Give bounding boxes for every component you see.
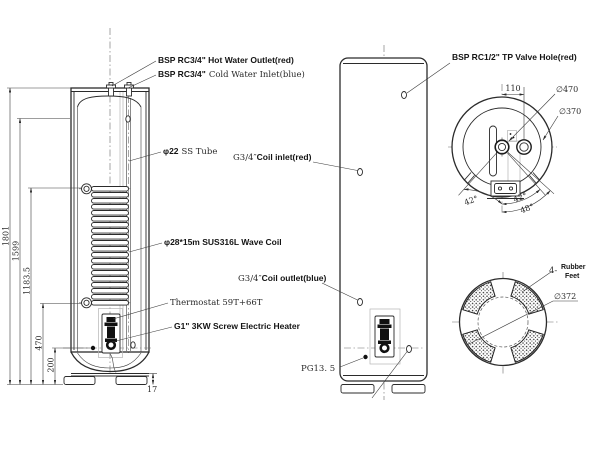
side-drain-oval <box>406 345 412 353</box>
dim-foot-height: 17 <box>147 385 157 394</box>
label-coil-outlet: G3/4″Coil outlet(blue) <box>238 273 327 284</box>
top-ring-ticks <box>463 172 541 184</box>
dim-port-offset: 110 <box>505 84 520 93</box>
bottom-labels: 4- Rubber Feet ∅372 <box>466 264 586 346</box>
dim-angle-span: 48° <box>519 202 535 215</box>
top-anode-block <box>507 130 517 142</box>
dim-overall-height: 1801 <box>2 226 11 246</box>
side-labels: BSP RC1/2" TP Valve Hole(red) G3/4″Coil … <box>233 52 577 374</box>
coil-inlet-port <box>357 168 363 176</box>
label-feet-word2: Feet <box>565 273 580 280</box>
side-feet <box>340 384 426 394</box>
top-tube-slot <box>489 125 497 177</box>
top-center-port <box>494 137 510 157</box>
heater-element <box>104 317 118 351</box>
side-heater-element <box>377 319 392 354</box>
side-heater-recess <box>344 308 424 365</box>
heater-recess <box>63 308 152 373</box>
top-diameter-labels: ∅470 ∅370 <box>508 85 581 142</box>
coil-top-fitting <box>81 183 92 195</box>
front-view <box>63 28 152 385</box>
dim-base-dia: ∅372 <box>554 292 576 301</box>
cold-water-fitting <box>124 82 134 97</box>
drain-pointer-line <box>371 350 408 399</box>
dim-inner-dia: ∅370 <box>559 107 581 116</box>
wave-coil <box>79 183 133 309</box>
label-feet-word1: Rubber <box>561 264 586 271</box>
label-thermostat: Thermostat 59T+66T <box>170 298 263 308</box>
hot-water-fitting <box>106 82 116 97</box>
front-gland-dot <box>90 345 96 351</box>
front-labels: BSP RC3/4" Hot Water Outlet(red) BSP RC3… <box>111 55 305 343</box>
bottom-view: 4- Rubber Feet ∅372 <box>452 264 586 375</box>
top-side-port <box>516 139 532 155</box>
drain-squiggle <box>109 353 117 373</box>
base-outer-circle <box>458 277 548 367</box>
dim-valve-height: 1599 <box>12 241 21 261</box>
base-inner-dashed-circle <box>477 296 529 348</box>
coil-bottom-fitting <box>81 297 92 309</box>
tp-valve-hole <box>401 91 407 99</box>
label-wave-coil: φ28*15m SUS316L Wave Coil <box>164 237 282 247</box>
coil-outlet-port <box>357 298 363 306</box>
dim-angle-left: 42° <box>463 194 479 207</box>
side-gland-dot <box>363 354 368 360</box>
label-cable-gland: PG13. 5 <box>301 364 335 374</box>
dim-coil-bottom-height: 470 <box>35 335 44 350</box>
dim-gland-height: 200 <box>47 357 56 372</box>
rubber-feet <box>462 281 544 363</box>
front-valve-hole <box>125 115 131 123</box>
side-view <box>339 45 428 400</box>
front-dimensions: 1801 1599 1183.5 470 200 17 <box>2 87 157 394</box>
label-coil-inlet: G3/4″Coil inlet(red) <box>233 152 312 163</box>
top-offset-dim: 110 <box>501 84 525 140</box>
label-hot-water-outlet: BSP RC3/4" Hot Water Outlet(red) <box>158 55 294 65</box>
label-electric-heater: G1" 3KW Screw Electric Heater <box>174 321 301 331</box>
dim-coil-top-height: 1183.5 <box>23 267 32 295</box>
front-drain-oval <box>130 341 136 349</box>
label-tp-valve: BSP RC1/2" TP Valve Hole(red) <box>452 52 577 62</box>
front-feet <box>63 376 148 385</box>
base-dia-leader <box>466 300 578 346</box>
top-view: 42° 42° 48° 110 ∅470 ∅370 <box>448 84 581 215</box>
dim-outer-dia: ∅470 <box>556 85 578 94</box>
label-feet-count: 4- <box>549 266 557 276</box>
label-cold-water-inlet: BSP RC3/4"Cold Water Inlet(blue) <box>158 69 305 80</box>
